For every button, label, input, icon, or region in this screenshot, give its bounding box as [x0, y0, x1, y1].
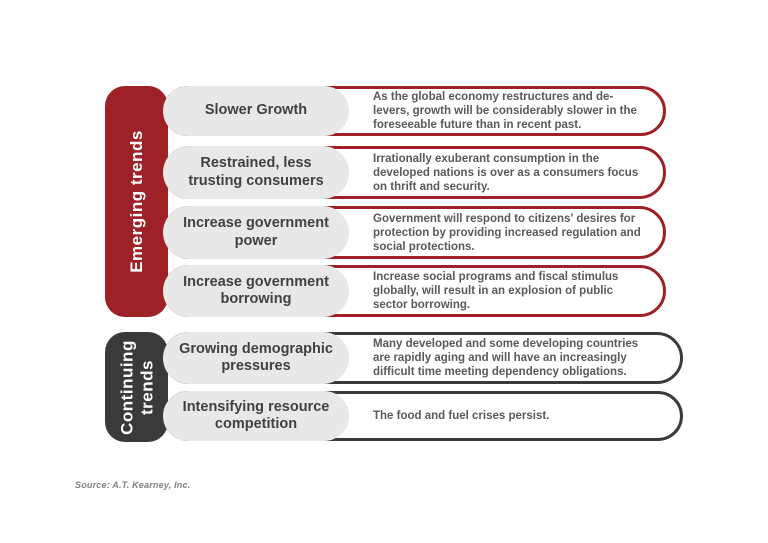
- trend-row-slower-growth: Slower Growth As the global economy rest…: [163, 86, 666, 136]
- trend-title: Increase government power: [163, 206, 349, 259]
- emerging-trends-label: Emerging trends: [126, 130, 146, 273]
- trend-title: Restrained, less trusting consumers: [163, 146, 349, 199]
- trend-title: Increase government borrowing: [163, 265, 349, 317]
- trend-row-restrained-consumers: Restrained, less trusting consumers Irra…: [163, 146, 666, 199]
- trend-row-resource-competition: Intensifying resource competition The fo…: [163, 391, 683, 441]
- source-note: Source: A.T. Kearney, Inc.: [75, 480, 191, 490]
- trend-row-demographic-pressures: Growing demographic pressures Many devel…: [163, 332, 683, 384]
- trend-description: Many developed and some developing count…: [373, 337, 639, 379]
- trend-description: Increase social programs and fiscal stim…: [373, 270, 619, 312]
- continuing-trends-bar: Continuing trends: [105, 332, 168, 442]
- trend-title: Slower Growth: [163, 86, 349, 136]
- trend-row-government-power: Increase government power Government wil…: [163, 206, 666, 259]
- trend-title: Intensifying resource competition: [163, 391, 349, 441]
- trend-title: Growing demographic pressures: [163, 332, 349, 384]
- emerging-trends-bar: Emerging trends: [105, 86, 168, 317]
- trend-description: Irrationally exuberant consumption in th…: [373, 152, 639, 193]
- continuing-trends-label: Continuing trends: [116, 339, 156, 435]
- trend-description: As the global economy restructures and d…: [373, 90, 637, 132]
- trend-row-government-borrowing: Increase government borrowing Increase s…: [163, 265, 666, 317]
- trend-description: The food and fuel crises persist.: [373, 409, 550, 422]
- trend-description: Government will respond to citizens' des…: [373, 212, 641, 253]
